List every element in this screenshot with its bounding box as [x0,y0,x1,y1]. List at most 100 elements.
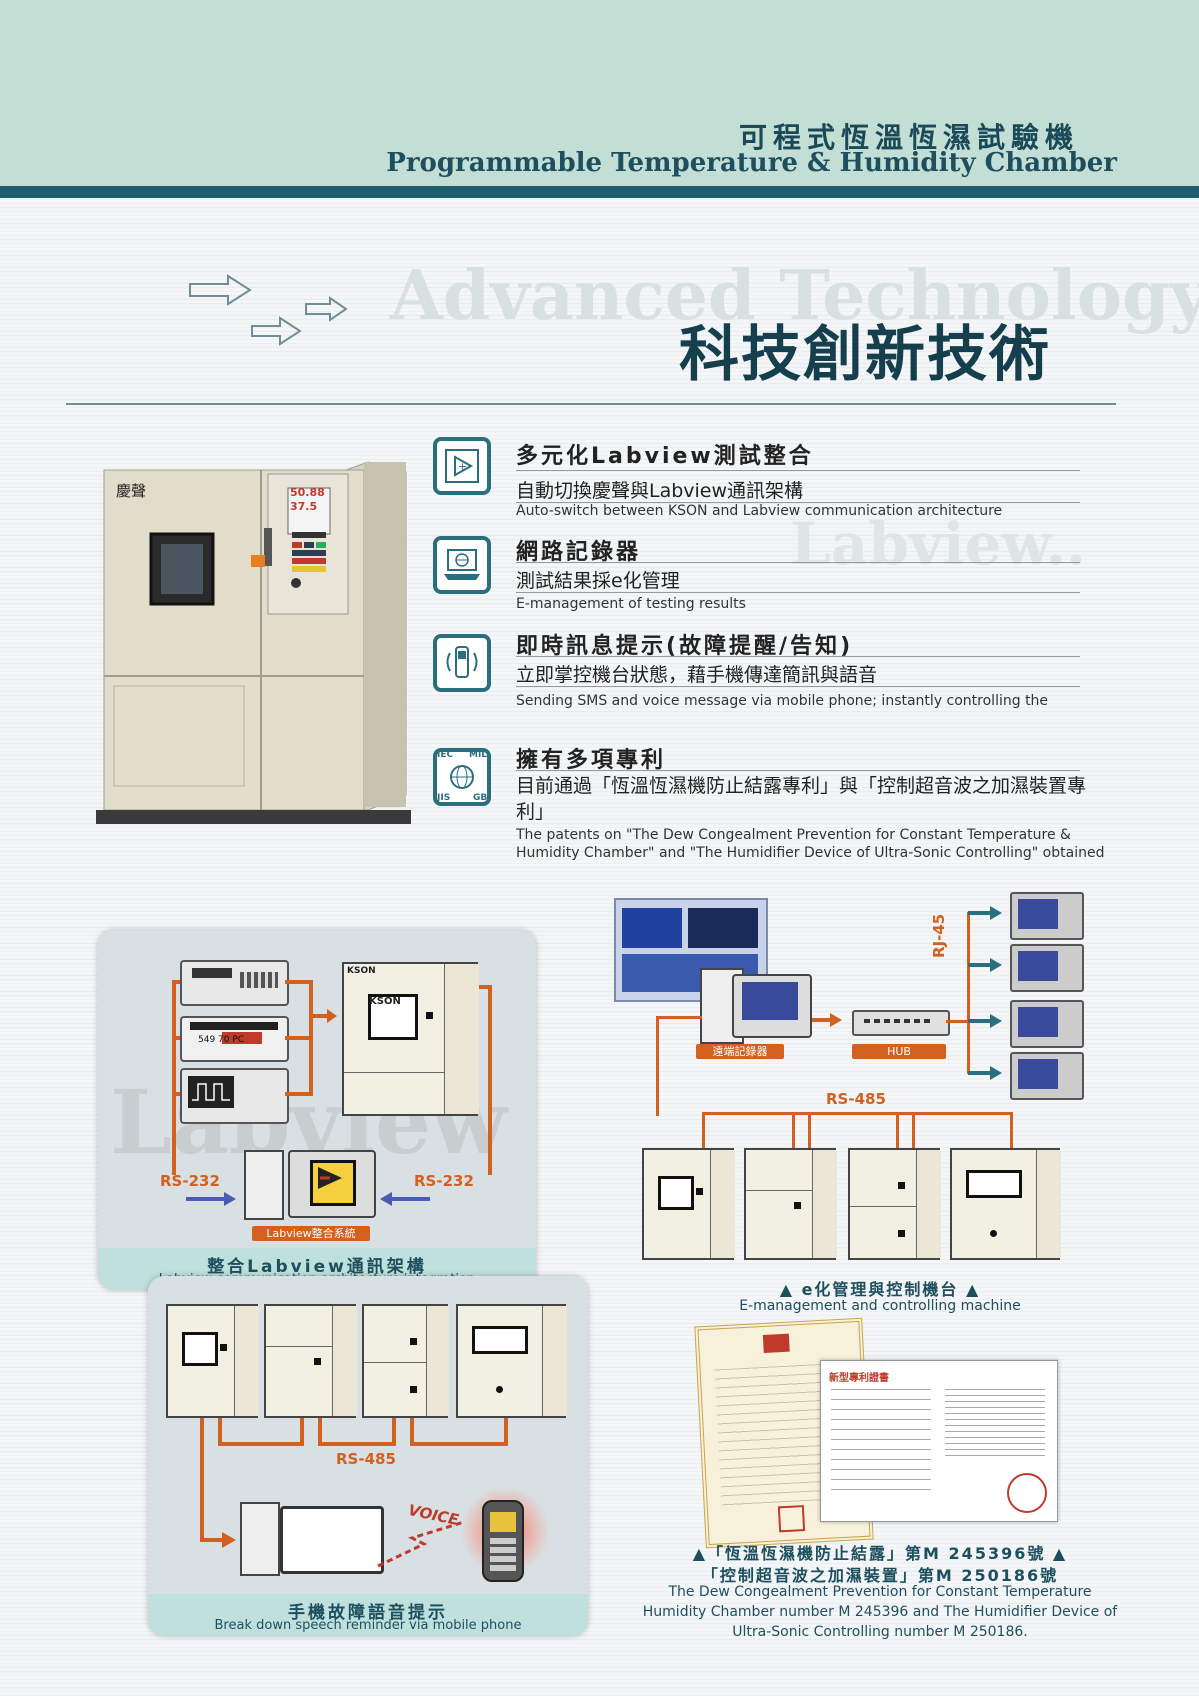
wire [172,1092,180,1096]
wire [702,1112,1012,1115]
pc-monitor [280,1506,384,1574]
rs485-label-phone: RS-485 [336,1450,396,1468]
rs485-label-network: RS-485 [826,1090,886,1108]
banner-ghost-text: Advanced Technology [390,256,1199,336]
feature-rule-2 [516,562,1080,563]
feature-zh-2: 測試結果採e化管理 [516,570,680,592]
feature-rule-4 [516,770,1080,771]
patent-certificate-2: 新型專利證書 [820,1360,1058,1522]
pc-monitor [732,974,812,1038]
wire [656,1016,659,1116]
arrow-right-icon [812,1013,842,1027]
chamber-unit [166,1304,259,1418]
labview-logo-icon [318,1167,342,1189]
page-title-zh: 可程式恆溫恆濕試驗機 [738,121,1079,154]
power-supply-instrument [180,960,289,1006]
patent-en-3: Ultra-Sonic Controlling number M 250186. [732,1624,1028,1640]
wire [285,1036,313,1040]
chamber-unit [342,962,479,1116]
icon-label-jis: JIS [437,793,451,803]
wire [967,912,970,1074]
header-bar [0,186,1199,198]
pc-tower [244,1150,284,1220]
page-title-en: Programmable Temperature & Humidity Cham… [386,148,1117,178]
chamber-unit [362,1304,449,1418]
feature-rule-2b [516,592,1080,593]
feature-rule-1b [516,502,1080,503]
icon-label-iec: IEC [437,750,454,760]
feature-rule-1 [516,470,1080,471]
icon-label-mil: MIL [469,750,488,760]
wire [285,980,313,984]
client-monitor [1010,1000,1084,1048]
labview-system-tag: Labview整合系統 [252,1226,370,1241]
wire [318,1442,396,1446]
chamber-window-brand: KSON [369,996,401,1007]
wire [1010,1112,1013,1148]
feature-rule-3 [516,656,1080,657]
chamber-brand-label: 慶聲 [116,482,147,500]
arrow-decor-icon [189,274,348,346]
wire [896,1112,899,1148]
wire [218,1442,304,1446]
client-monitor [1010,944,1084,992]
mobile-phone-icon [482,1500,524,1582]
feature-title-1: 多元化Labview測試整合 [516,444,814,469]
wire [318,1418,322,1446]
phone-caption-en: Break down speech reminder via mobile ph… [214,1618,522,1633]
rs232-label-left: RS-232 [160,1172,220,1190]
wire [504,1418,508,1446]
header-band [0,0,1199,186]
pc-tower [240,1502,280,1576]
wire [912,1112,915,1148]
chamber-unit [264,1304,357,1418]
feature-en-4: The patents on "The Dew Congealment Prev… [516,827,1105,861]
chamber-product-image [96,450,411,825]
labview-icon: + [433,437,491,495]
labview-caption-zh: 整合Labview通訊架構 [207,1257,427,1277]
icon-label-gb: GB [473,793,488,803]
wire [792,1112,795,1148]
chamber-unit [456,1304,567,1418]
network-hub [852,1010,950,1036]
feature-zh-1: 自動切換慶聲與Labview通訊架構 [516,480,804,502]
patent-line-2: 「控制超音波之加濕裝置」第M 250186號 [701,1566,1059,1585]
feature-title-4: 擁有多項專利 [516,748,667,773]
wire [392,1418,396,1446]
feature-rule-3b [516,686,1080,687]
arrow-right-icon [200,1532,236,1548]
arrow-left-icon [380,1192,430,1206]
wire [410,1442,508,1446]
mobile-phone-icon [433,634,491,692]
wire [172,980,180,984]
wire [946,1020,970,1023]
chamber-reading-2: 37.5 [290,500,318,513]
feature-ghost-text: Labview.. [790,510,1087,578]
rs232-label-right: RS-232 [414,1172,474,1190]
feature-zh-4: 目前通過「恆溫恆濕機防止結露專利」與「控制超音波之加濕裝置專利」 [516,775,1087,823]
chamber-brand: KSON [347,966,376,976]
laptop-globe-icon [433,536,491,594]
certificate-title: 新型專利證書 [829,1373,889,1384]
chamber-unit [848,1148,941,1260]
wire [300,1418,304,1446]
wire [172,980,176,1175]
wire [172,1036,180,1040]
feature-en-3: Sending SMS and voice message via mobile… [516,693,1049,709]
chamber-reading-1: 50.88 [290,486,325,499]
rj45-label: RJ-45 [930,913,948,958]
wire [410,1418,414,1446]
svg-text:+: + [458,460,467,473]
network-caption-en: E-management and controlling machine [739,1298,1021,1314]
chamber-unit [642,1148,735,1260]
feature-title-2: 網路記錄器 [516,540,642,565]
patent-en-2: Humidity Chamber number M 245396 and The… [642,1604,1118,1620]
wire [200,1418,204,1540]
patent-en-1: The Dew Congealment Prevention for Const… [668,1584,1092,1600]
section-divider [66,403,1116,405]
chamber-unit [744,1148,837,1260]
network-caption-zh: ▲ e化管理與控制機台 ▲ [779,1280,981,1299]
arrow-right-icon [968,906,1002,920]
pc-monitor [288,1150,376,1218]
standards-globe-icon [433,748,491,806]
